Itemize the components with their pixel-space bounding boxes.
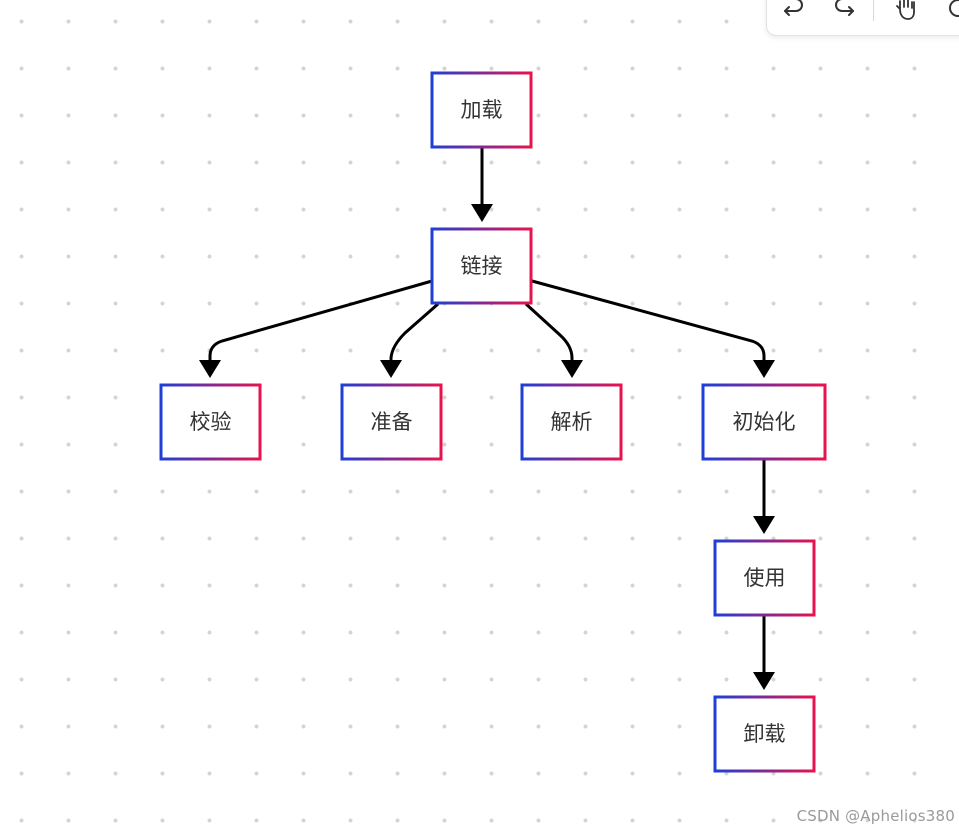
- node-box-resolve: [520, 383, 623, 461]
- edge-link-verify: [208, 279, 433, 362]
- undo-button[interactable]: [779, 0, 809, 23]
- node-label-init: 初始化: [733, 410, 796, 434]
- node-label-load: 加载: [461, 98, 503, 122]
- toolbar-divider: [873, 0, 874, 21]
- node-load[interactable]: 加载: [430, 71, 533, 149]
- node-unload[interactable]: 卸载: [713, 695, 816, 773]
- arrowhead-init-use: [753, 516, 775, 534]
- node-init[interactable]: 初始化: [701, 383, 827, 461]
- node-use[interactable]: 使用: [713, 539, 816, 617]
- node-verify[interactable]: 校验: [159, 383, 262, 461]
- node-box-verify: [159, 383, 262, 461]
- node-label-prepare: 准备: [371, 410, 413, 434]
- undo-icon: [784, 0, 803, 16]
- edge-link-init: [531, 279, 766, 362]
- edge-link-resolve: [524, 302, 574, 362]
- arrowhead-link-init: [753, 360, 775, 378]
- edges-layer: [199, 147, 775, 690]
- node-box-unload: [713, 695, 816, 773]
- hand-icon: [896, 0, 915, 20]
- node-box-use: [713, 539, 816, 617]
- arrowhead-link-verify: [199, 360, 221, 378]
- pan-button[interactable]: [891, 0, 921, 23]
- node-box-prepare: [340, 383, 443, 461]
- redo-icon: [835, 0, 854, 16]
- extra-button[interactable]: [943, 0, 959, 23]
- circle-icon: [949, 0, 959, 17]
- node-label-resolve: 解析: [551, 410, 593, 434]
- arrowhead-load-link: [471, 204, 493, 222]
- node-resolve[interactable]: 解析: [520, 383, 623, 461]
- node-label-use: 使用: [744, 566, 786, 590]
- arrowhead-link-prepare: [380, 360, 402, 378]
- node-box-init: [701, 383, 827, 461]
- edge-link-prepare: [389, 302, 439, 362]
- canvas-toolbar: [766, 0, 959, 36]
- node-prepare[interactable]: 准备: [340, 383, 443, 461]
- arrowhead-link-resolve: [561, 360, 583, 378]
- node-label-verify: 校验: [190, 410, 232, 434]
- redo-button[interactable]: [829, 0, 859, 23]
- watermark: CSDN @Aphelios380: [796, 807, 955, 825]
- node-link[interactable]: 链接: [430, 227, 533, 305]
- arrowhead-use-unload: [753, 672, 775, 690]
- node-box-load: [430, 71, 533, 149]
- node-label-unload: 卸载: [744, 722, 786, 746]
- node-label-link: 链接: [461, 254, 503, 278]
- node-box-link: [430, 227, 533, 305]
